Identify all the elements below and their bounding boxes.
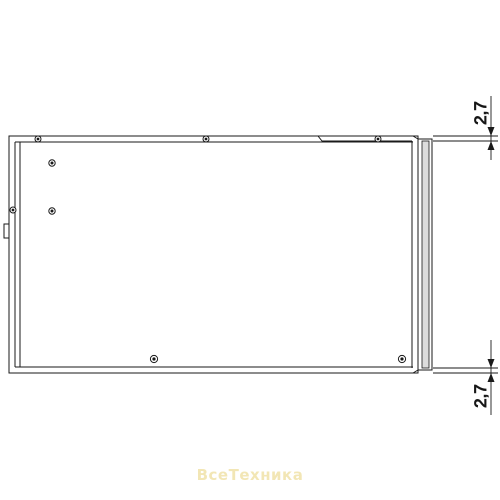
bezel-bottom-lip — [412, 369, 419, 374]
bezel-shading — [421, 140, 430, 369]
screw-top-left — [34, 135, 42, 143]
screw-bottom-right — [397, 354, 407, 364]
chassis-outline — [8, 135, 419, 374]
bezel-outer — [417, 138, 433, 371]
front-bezel — [412, 135, 433, 374]
arrow-bottom-up — [487, 373, 495, 382]
dimension-label-top: 2,7 — [471, 101, 490, 125]
left-latch-tab — [3, 223, 10, 239]
dimension-label-bottom: 2,7 — [471, 384, 490, 408]
screw-top-right — [374, 135, 382, 143]
screw-panel-lower — [48, 207, 56, 215]
screw-panel-upper — [48, 159, 56, 167]
screw-left-side — [9, 206, 17, 214]
bezel-top-lip — [412, 135, 419, 140]
arrow-bottom-down — [487, 359, 495, 368]
arrow-top-down — [487, 127, 495, 136]
screws — [9, 135, 407, 364]
screw-top-center — [202, 135, 210, 143]
screw-bottom-center — [149, 354, 159, 364]
top-cover-step — [317, 135, 412, 142]
watermark-logo: ВсеТехника — [196, 466, 304, 484]
dimension-top: 2,7 — [433, 96, 498, 160]
dimension-bottom: 2,7 — [433, 340, 498, 415]
arrow-top-up — [487, 141, 495, 150]
chassis-body — [3, 135, 419, 374]
